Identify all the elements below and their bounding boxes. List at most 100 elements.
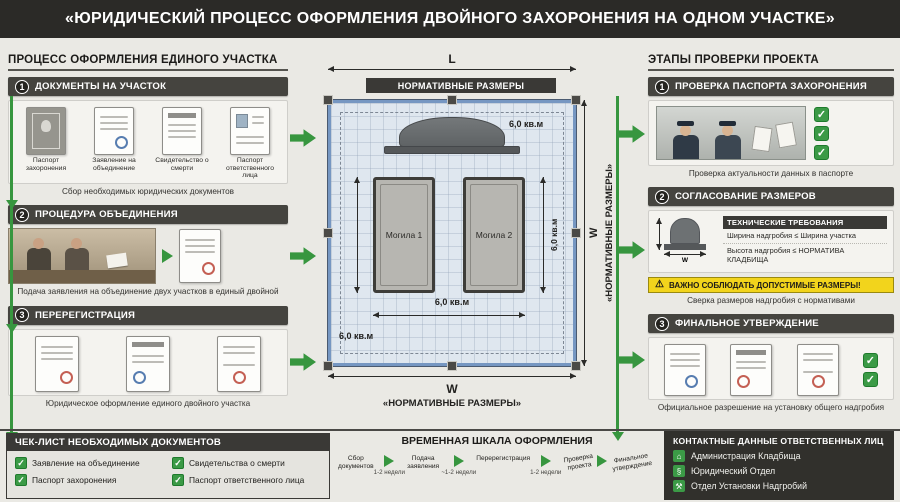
fence-post <box>323 361 333 371</box>
area-label-bottom-center: 6,0 кв.м <box>434 297 470 307</box>
bottom-divider <box>0 429 900 431</box>
timeline-arrow-group: 1-2 недели <box>530 453 561 476</box>
left-panel-heading: ПРОЦЕСС ОФОРМЛЕНИЯ ЕДИНОГО УЧАСТКА <box>8 54 288 71</box>
dimension-W-label-bottom: W <box>446 382 458 396</box>
area-label-top: 6,0 кв.м <box>509 119 544 129</box>
flow-arrow-down-icon <box>5 200 18 209</box>
step-number-badge: 1 <box>15 79 29 94</box>
timeline-panel: ВРЕМЕННАЯ ШКАЛА ОФОРМЛЕНИЯ Сбор документ… <box>336 433 658 499</box>
passport-check-content: ✓ ✓ ✓ <box>648 100 894 166</box>
dimension-W-label-right: W <box>588 227 600 239</box>
right-step-1-caption: Проверка актуальности данных в паспорте <box>688 169 854 178</box>
checklist-item-label: Паспорт захоронения <box>32 475 117 485</box>
document-label: Заявление на объединение <box>92 157 136 172</box>
contact-label: Юридический Отдел <box>691 466 776 476</box>
requirement-width: Ширина надгробия ≤ Ширина участка <box>723 229 887 245</box>
right-step-3-header: 3 ФИНАЛЬНОЕ УТВЕРЖДЕНИЕ <box>648 314 894 334</box>
grave-1-label: Могила 1 <box>385 230 423 240</box>
dimension-line <box>656 218 662 251</box>
dimension-W-label: W <box>681 257 689 265</box>
document-label: Паспорт ответственного лица <box>225 157 275 180</box>
requirement-height: Высота надгробия ≤ НОРМАТИВА КЛАДБИЩА <box>727 245 845 264</box>
fence-post <box>447 95 457 105</box>
timeline-arrow-group: 1-2 недели <box>374 453 405 476</box>
dimension-line-bottom <box>328 373 576 379</box>
area-label-right: 6,0 кв.м <box>549 218 559 252</box>
left-step-1: 1 ДОКУМЕНТЫ НА УЧАСТОК Паспорт захоронен… <box>8 77 288 196</box>
timeline-arrow-group <box>597 453 608 467</box>
checklist-item-label: Заявление на объединение <box>32 458 140 468</box>
contact-item: ⌂ Администрация Кладбища <box>673 450 885 462</box>
paper-shape <box>106 252 128 269</box>
left-step-2-caption: Подача заявления на объединение двух уча… <box>17 287 279 297</box>
step-number-badge: 2 <box>15 207 29 222</box>
warning-icon: ⚠ <box>655 279 664 291</box>
right-step-3-caption: Официальное разрешение на установку обще… <box>657 403 885 413</box>
officer-figure <box>715 121 741 159</box>
left-step-2-title: ПРОЦЕДУРА ОБЪЕДИНЕНИЯ <box>35 209 178 221</box>
step-number-badge: 1 <box>655 79 669 94</box>
checklist-item: ✓ Паспорт захоронения <box>15 474 164 486</box>
left-step-3-title: ПЕРЕРЕГИСТРАЦИЯ <box>35 309 136 321</box>
timeline-stage: Проверка проекта <box>563 452 594 472</box>
dimension-line <box>664 251 706 258</box>
dimension-line-right-outer <box>581 100 587 366</box>
registered-document-icon <box>216 335 261 392</box>
check-icon: ✓ <box>814 144 829 160</box>
timeline-stage: Подача заявления <box>407 455 440 470</box>
flow-arrow-down-icon <box>611 432 624 441</box>
check-icon: ✓ <box>814 106 829 122</box>
left-step-1-title: ДОКУМЕНТЫ НА УЧАСТОК <box>35 81 167 92</box>
right-panel-heading: ЭТАПЫ ПРОВЕРКИ ПРОЕКТА <box>648 54 894 71</box>
approved-document-icon <box>664 344 707 397</box>
headstone-shape <box>670 218 700 245</box>
step-number-badge: 3 <box>655 316 669 331</box>
installation-department-icon: ⚒ <box>673 480 685 492</box>
headstone-base <box>384 146 520 154</box>
documents-checklist-panel: ЧЕК-ЛИСТ НЕОБХОДИМЫХ ДОКУМЕНТОВ ✓ Заявле… <box>6 433 330 499</box>
timeline-stage: Финальное утверждение <box>611 452 653 473</box>
death-certificate-icon <box>162 107 202 155</box>
step-number-badge: 3 <box>15 308 29 323</box>
fence-post <box>571 361 581 371</box>
check-icon: ✓ <box>15 457 27 469</box>
desk-shape <box>9 270 155 284</box>
officer-figure <box>673 121 699 159</box>
document-label: Паспорт захоронения <box>25 157 67 172</box>
checklist-item-label: Паспорт ответственного лица <box>189 475 305 485</box>
technical-requirements-box: ТЕХНИЧЕСКИЕ ТРЕБОВАНИЯ Ширина надгробия … <box>723 216 887 267</box>
contact-item: ⚒ Отдел Установки Надгробий <box>673 480 885 492</box>
right-step-2-title: СОГЛАСОВАНИЕ РАЗМЕРОВ <box>675 191 816 203</box>
document-item: Свидетельство о смерти <box>150 107 214 180</box>
approval-checks: ✓ ✓ <box>862 353 878 388</box>
page-title: «ЮРИДИЧЕСКИЙ ПРОЦЕСС ОФОРМЛЕНИЯ ДВОЙНОГО… <box>0 0 900 38</box>
document-label: Свидетельство о смерти <box>155 157 209 172</box>
registered-document-icon <box>125 335 170 392</box>
right-step-3-title: ФИНАЛЬНОЕ УТВЕРЖДЕНИЕ <box>675 318 819 330</box>
timeline-flow: Сбор документов 1-2 недели Подача заявле… <box>336 452 658 476</box>
grave-2-label: Могила 2 <box>475 230 513 240</box>
verification-checks: ✓ ✓ ✓ <box>814 106 829 160</box>
contacts-panel: КОНТАКТНЫЕ ДАННЫЕ ОТВЕТСТВЕННЫХ ЛИЦ ⌂ Ад… <box>664 431 894 500</box>
dimension-line-top <box>328 66 576 72</box>
check-icon: ✓ <box>862 372 878 388</box>
check-icon: ✓ <box>172 474 184 486</box>
tech-requirements-heading: ТЕХНИЧЕСКИЕ ТРЕБОВАНИЯ <box>723 216 887 230</box>
arrow-right-icon <box>453 455 464 467</box>
administration-icon: ⌂ <box>673 450 685 462</box>
application-document-icon <box>94 107 134 155</box>
timeline-stage: Перерегистрация <box>476 455 531 462</box>
timeline-heading: ВРЕМЕННАЯ ШКАЛА ОФОРМЛЕНИЯ <box>401 435 593 447</box>
plot-diagram: L НОРМАТИВНЫЕ РАЗМЕРЫ Могила 1 Могила 2 <box>300 52 622 430</box>
grave-2: Могила 2 <box>463 177 525 293</box>
headstone-base <box>664 244 706 251</box>
document-item: Заявление на объединение <box>82 107 146 180</box>
contacts-heading: КОНТАКТНЫЕ ДАННЫЕ ОТВЕТСТВЕННЫХ ЛИЦ <box>673 436 884 446</box>
dimension-L-label: L <box>448 52 456 66</box>
right-verification-panel: ЭТАПЫ ПРОВЕРКИ ПРОЕКТА 1 ПРОВЕРКА ПАСПОР… <box>648 54 894 430</box>
check-icon: ✓ <box>172 457 184 469</box>
approved-document-icon <box>796 344 839 397</box>
contact-label: Администрация Кладбища <box>691 451 801 461</box>
document-item: Паспорт ответственного лица <box>218 107 282 180</box>
checklist-heading: ЧЕК-ЛИСТ НЕОБХОДИМЫХ ДОКУМЕНТОВ <box>7 434 329 451</box>
